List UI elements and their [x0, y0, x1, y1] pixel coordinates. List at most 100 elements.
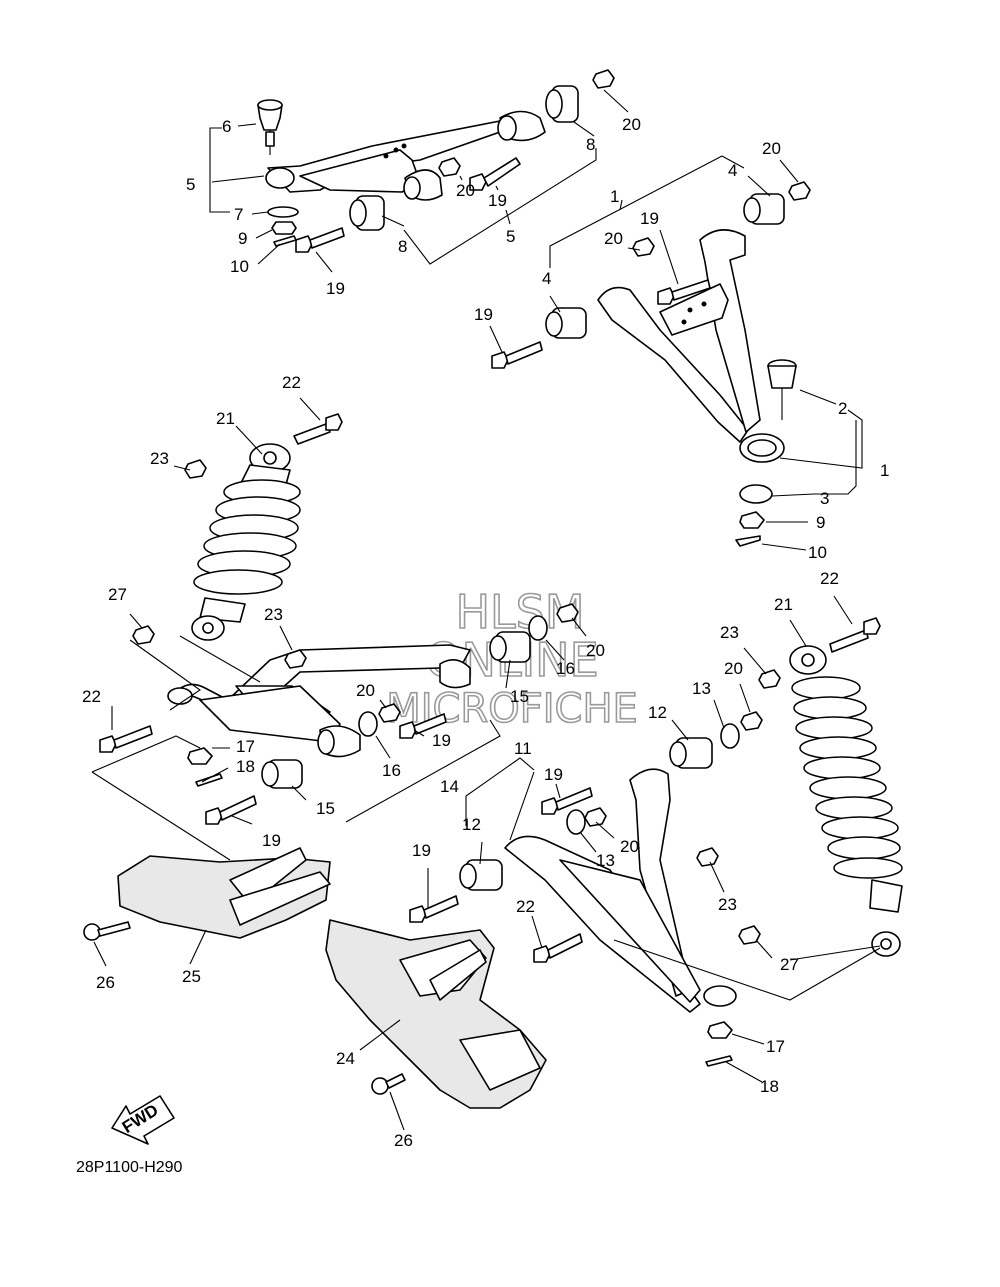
- nut-part[interactable]: [132, 625, 155, 645]
- right-shock-absorber-part[interactable]: [789, 645, 903, 957]
- callout-19: 19: [262, 831, 281, 850]
- bushing-part[interactable]: [489, 631, 531, 663]
- callout-22: 22: [516, 897, 535, 916]
- bolt-part[interactable]: [657, 279, 711, 305]
- lower-left-arm-part[interactable]: [167, 644, 471, 758]
- callout-22: 22: [820, 569, 839, 588]
- castle-nut-part[interactable]: [739, 511, 765, 529]
- callout-3: 3: [820, 489, 829, 508]
- bushing-part[interactable]: [261, 759, 303, 789]
- callout-24: 24: [336, 1049, 355, 1068]
- lower-right-arm-part[interactable]: [504, 768, 737, 1013]
- nut-part[interactable]: [438, 157, 461, 177]
- nut-part[interactable]: [788, 181, 811, 201]
- bolt-part[interactable]: [293, 413, 343, 445]
- nut-part[interactable]: [378, 703, 401, 723]
- bolt-part[interactable]: [99, 725, 153, 753]
- cotter-pin-part[interactable]: [273, 235, 297, 247]
- thrust-washer-part[interactable]: [566, 809, 586, 835]
- callout-20: 20: [456, 181, 475, 200]
- callout-17: 17: [766, 1037, 785, 1056]
- nut-part[interactable]: [632, 237, 655, 257]
- bolt-part[interactable]: [295, 227, 345, 253]
- callout-16: 16: [556, 659, 575, 678]
- bolt-part[interactable]: [829, 617, 881, 653]
- callout-18: 18: [760, 1077, 779, 1096]
- bushing-part[interactable]: [545, 307, 587, 339]
- callout-15: 15: [510, 687, 529, 706]
- leader-lines: [91, 89, 881, 1131]
- bushing-part[interactable]: [459, 859, 503, 891]
- bolt-part[interactable]: [541, 787, 593, 815]
- nut-part[interactable]: [184, 459, 207, 479]
- callout-13: 13: [596, 851, 615, 870]
- callout-7: 7: [234, 205, 243, 224]
- callout-2: 2: [838, 399, 847, 418]
- callout-19: 19: [474, 305, 493, 324]
- callout-12: 12: [462, 815, 481, 834]
- callout-17: 17: [236, 737, 255, 756]
- upper-left-arm-assembly: [257, 69, 615, 253]
- callout-26: 26: [96, 973, 115, 992]
- cotter-pin-part[interactable]: [735, 535, 761, 547]
- thrust-washer-part[interactable]: [528, 615, 548, 641]
- callout-5: 5: [506, 227, 515, 246]
- callout-15: 15: [316, 799, 335, 818]
- thrust-washer-part[interactable]: [720, 723, 740, 749]
- bushing-part[interactable]: [669, 737, 713, 769]
- callout-25: 25: [182, 967, 201, 986]
- thrust-washer-part[interactable]: [358, 711, 378, 737]
- bolt-part[interactable]: [409, 895, 459, 923]
- left-shock-absorber-part[interactable]: [191, 443, 301, 641]
- circlip-part[interactable]: [267, 206, 299, 218]
- callout-4: 4: [542, 269, 551, 288]
- cotter-pin-part[interactable]: [195, 773, 223, 787]
- nut-part[interactable]: [584, 807, 607, 827]
- ball-joint-part[interactable]: [767, 359, 797, 420]
- nut-part[interactable]: [284, 649, 307, 669]
- bolt-part[interactable]: [469, 157, 521, 191]
- ball-joint-part[interactable]: [257, 99, 283, 155]
- callout-20: 20: [356, 681, 375, 700]
- left-guard-part[interactable]: [117, 847, 331, 939]
- callout-23: 23: [718, 895, 737, 914]
- nut-part[interactable]: [738, 925, 761, 945]
- callout-16: 16: [382, 761, 401, 780]
- callout-4: 4: [728, 161, 737, 180]
- a-arm-part[interactable]: [597, 229, 785, 463]
- catalog-code: 28P1100-H290: [76, 1159, 183, 1176]
- nut-part[interactable]: [758, 669, 781, 689]
- callout-23: 23: [150, 449, 169, 468]
- upper-right-arm-assembly: [491, 181, 811, 547]
- callout-9: 9: [816, 513, 825, 532]
- callout-20: 20: [762, 139, 781, 158]
- bolt-part[interactable]: [491, 341, 543, 369]
- callout-19: 19: [488, 191, 507, 210]
- callout-9: 9: [238, 229, 247, 248]
- bolt-part[interactable]: [205, 795, 257, 825]
- callout-12: 12: [648, 703, 667, 722]
- screw-part[interactable]: [371, 1073, 406, 1095]
- callout-27: 27: [108, 585, 127, 604]
- nut-part[interactable]: [696, 847, 719, 867]
- callout-5: 5: [186, 175, 195, 194]
- callout-6: 6: [222, 117, 231, 136]
- castle-nut-part[interactable]: [707, 1021, 733, 1039]
- nut-part[interactable]: [740, 711, 763, 731]
- circlip-part[interactable]: [739, 484, 773, 504]
- right-guard-part[interactable]: [325, 919, 547, 1109]
- callout-23: 23: [720, 623, 739, 642]
- bushing-part[interactable]: [743, 193, 785, 225]
- nut-part[interactable]: [592, 69, 615, 89]
- bushing-part-lower[interactable]: [349, 195, 385, 231]
- callout-21: 21: [774, 595, 793, 614]
- callout-20: 20: [586, 641, 605, 660]
- callout-8: 8: [586, 135, 595, 154]
- upper-arm-part[interactable]: [265, 110, 546, 201]
- bolt-part[interactable]: [533, 933, 583, 963]
- castle-nut-part[interactable]: [187, 747, 213, 765]
- bushing-part-upper[interactable]: [545, 85, 579, 123]
- castle-nut-part[interactable]: [271, 221, 297, 235]
- cotter-pin-part[interactable]: [705, 1055, 733, 1067]
- screw-part[interactable]: [83, 921, 131, 941]
